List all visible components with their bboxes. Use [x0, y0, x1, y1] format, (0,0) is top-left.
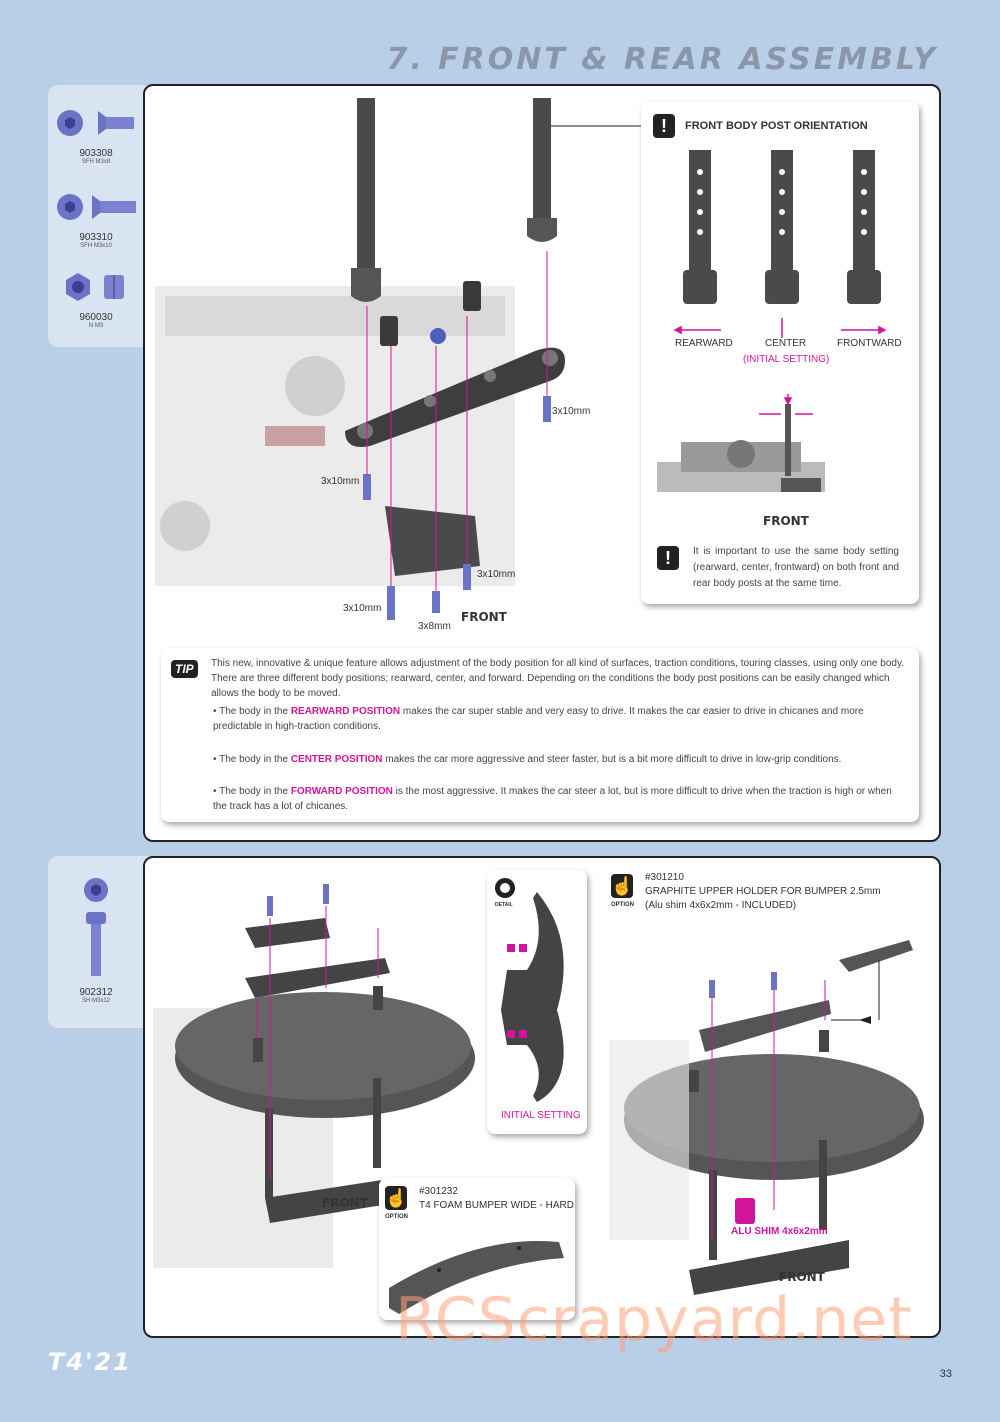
part-code: 902312: [79, 987, 113, 998]
option-code: #301232: [419, 1186, 458, 1197]
tip-intro: This new, innovative & unique feature al…: [211, 658, 904, 699]
part-903308: 903308 SFH M3x8: [48, 103, 144, 165]
bullet-text: • The body in the: [213, 786, 291, 797]
part-desc: SFH M3x8: [81, 159, 111, 165]
nut-icon: [66, 273, 124, 301]
front-label: FRONT: [763, 514, 809, 528]
bullet-text: is the most aggressive. It makes the car…: [213, 786, 892, 812]
bullet-key: FORWARD POSITION: [290, 786, 393, 797]
screw-label: 3x10mm: [552, 406, 591, 417]
part-code: 903310: [79, 232, 113, 243]
center-label: CENTER: [765, 338, 807, 349]
initial-setting-caption: INITIAL SETTING: [501, 1110, 581, 1121]
car-side-view-drawing: [657, 394, 825, 492]
orientation-note: It is important to use the same body set…: [693, 546, 899, 589]
bullet-text: makes the car super stable and very easy…: [213, 706, 864, 732]
bullet-text: • The body in the: [213, 706, 291, 717]
option-name: GRAPHITE UPPER HOLDER FOR BUMPER 2.5mm: [645, 886, 881, 897]
alu-shim-label: ALU SHIM 4x6x2mm: [731, 1226, 828, 1237]
part-code: 960030: [79, 312, 113, 323]
part-903310: 903310 SFH M3x10: [48, 187, 144, 249]
thumbs-up-icon: ☝: [385, 1186, 408, 1210]
part-desc: SH M3x12: [81, 998, 110, 1004]
option-card-foam-bumper: ☝ OPTION #301232 T4 FOAM BUMPER WIDE - H…: [379, 1178, 575, 1320]
parts-sidebar-bottom: 902312 SH M3x12: [48, 856, 158, 1028]
watermark: RCScrapyard.net: [395, 1285, 913, 1355]
part-code: 903308: [79, 148, 113, 159]
screw-label: 3x10mm: [343, 603, 382, 614]
part-960030: 960030 N M3: [48, 267, 144, 329]
body-post-orientation-card: ! FRONT BODY POST ORIENTATION REARWARD: [641, 102, 919, 604]
front-label: FRONT: [461, 610, 507, 624]
part-desc: N M3: [88, 323, 104, 329]
warning-icon: !: [657, 546, 679, 570]
initial-setting-label: (INITIAL SETTING): [743, 354, 830, 365]
body-post-variants-drawing: [673, 150, 887, 338]
screw-label: 3x8mm: [418, 621, 451, 632]
step-panel-bottom: FRONT DETAIL INITIAL SETTING ☝ OPTION #3…: [143, 856, 941, 1338]
bullet-key: REARWARD POSITION: [290, 706, 401, 717]
front-label: FRONT: [322, 1196, 368, 1210]
screw-label: 3x10mm: [321, 476, 360, 487]
frontward-label: FRONTWARD: [837, 338, 902, 349]
rear-bumper-assembly-drawing: [609, 940, 924, 1295]
option-note: (Alu shim 4x6x2mm - INCLUDED): [645, 900, 797, 911]
option-name: T4 FOAM BUMPER WIDE - HARD: [419, 1200, 575, 1211]
tip-bullet-center: • The body in the CENTER POSITION makes …: [213, 752, 907, 767]
option-code: #301210: [645, 872, 684, 883]
foam-bumper-drawing: [389, 1240, 564, 1314]
socket-head-screw-icon: [84, 878, 108, 976]
page-title: 7. FRONT & REAR ASSEMBLY: [386, 42, 938, 77]
step-panel-top: 3x10mm 3x10mm 3x10mm 3x10mm 3x8mm FRONT …: [143, 84, 941, 842]
option-badge: OPTION: [385, 1214, 409, 1220]
tip-bullet-rearward: • The body in the REARWARD POSITION make…: [213, 704, 907, 734]
thumbs-up-icon: ☝: [611, 874, 634, 898]
front-label: FRONT: [779, 1270, 825, 1284]
page-number: 33: [939, 1368, 952, 1380]
option-badge: OPTION: [611, 902, 635, 908]
product-logo: T4'21: [48, 1348, 132, 1376]
bullet-text: • The body in the: [213, 754, 291, 765]
part-desc: SFH M3x10: [80, 243, 112, 249]
parts-sidebar-top: 903308 SFH M3x8 903310 SFH M3x10 960030 …: [48, 85, 158, 347]
tip-bullet-forward: • The body in the FORWARD POSITION is th…: [213, 784, 907, 814]
option-graphite-holder: ☝ OPTION #301210 GRAPHITE UPPER HOLDER F…: [609, 870, 931, 1330]
detail-badge: DETAIL: [495, 902, 513, 908]
front-bumper-assembly-drawing: [153, 884, 475, 1268]
bullet-key: CENTER POSITION: [290, 754, 383, 765]
bumper-holder-detail-drawing: [495, 878, 564, 1102]
orientation-title: BODY POST ORIENTATION: [725, 120, 868, 132]
bullet-text: makes the car more aggressive and steer …: [382, 754, 842, 765]
countersunk-screw-icon: [57, 110, 134, 136]
rearward-label: REARWARD: [675, 338, 733, 349]
warning-icon: !: [653, 114, 675, 138]
tip-badge: TIP: [171, 660, 198, 678]
countersunk-screw-icon: [57, 194, 136, 220]
front-word: FRONT: [685, 120, 723, 132]
tip-card: TIP This new, innovative & unique featur…: [161, 648, 919, 822]
part-902312: 902312 SH M3x12: [48, 874, 144, 1004]
screw-label: 3x10mm: [477, 569, 516, 580]
detail-card: DETAIL INITIAL SETTING: [487, 870, 587, 1134]
front-body-post-assembly-drawing: [155, 98, 645, 620]
